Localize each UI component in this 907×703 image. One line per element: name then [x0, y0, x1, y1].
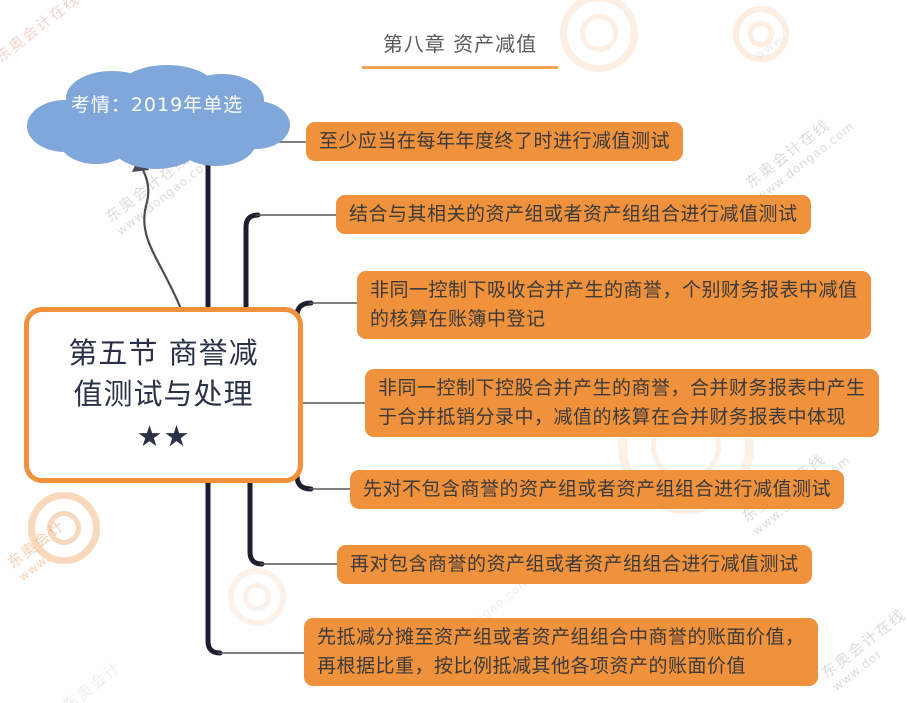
chapter-title: 第八章 资产减值	[362, 28, 558, 69]
branch-node-text: 非同一控制下吸收合并产生的商誉，个别财务报表中减值	[370, 279, 858, 301]
branch-node-3: 非同一控制下吸收合并产生的商誉，个别财务报表中减值 的核算在账簿中登记	[357, 271, 871, 339]
root-node: 第五节 商誉减 值测试与处理 ★★	[24, 307, 303, 483]
branch-node-4: 非同一控制下控股合并产生的商誉，合并财务报表中产生 于合并抵销分录中，减值的核算…	[365, 369, 879, 437]
branch-line-2-stem	[243, 212, 261, 315]
branch-node-1: 至少应当在每年年度终了时进行减值测试	[306, 122, 684, 161]
branch-line-5-stem	[294, 473, 314, 492]
branch-node-text: 结合与其相关的资产组或者资产组组合进行减值测试	[349, 203, 798, 225]
branch-node-7: 先抵减分摊至资产组或者资产组组合中商誉的账面价值， 再根据比重，按比例抵减其他各…	[304, 618, 818, 686]
branch-node-text: 于合并抵销分录中，减值的核算在合并财务报表中体现	[378, 406, 847, 428]
branch-line-7-stem	[205, 477, 223, 656]
cloud-arrow-line	[142, 169, 183, 310]
branch-node-text: 的核算在账簿中登记	[370, 308, 546, 330]
branch-node-text: 先对不包含商誉的资产组或者资产组组合进行减值测试	[363, 478, 832, 500]
branch-node-text: 再根据比重，按比例抵减其他各项资产的账面价值	[317, 655, 747, 677]
branch-node-text: 再对包含商誉的资产组或者资产组组合进行减值测试	[350, 553, 799, 575]
branch-node-5: 先对不包含商誉的资产组或者资产组组合进行减值测试	[350, 470, 845, 509]
exam-note-cloud	[27, 65, 290, 169]
branch-node-text: 非同一控制下控股合并产生的商誉，合并财务报表中产生	[378, 377, 866, 399]
branch-node-6: 再对包含商誉的资产组或者资产组组合进行减值测试	[337, 545, 812, 584]
branch-node-2: 结合与其相关的资产组或者资产组组合进行减值测试	[336, 195, 811, 234]
root-node-line: 第五节 商誉减	[68, 336, 259, 371]
root-node-line: 值测试与处理	[73, 377, 254, 412]
exam-note-label: 考情：2019年单选	[70, 94, 244, 116]
branch-node-text: 先抵减分摊至资产组或者资产组组合中商誉的账面价值，	[317, 626, 805, 648]
branch-node-text: 至少应当在每年年度终了时进行减值测试	[319, 130, 671, 152]
branch-line-6-stem	[247, 477, 265, 567]
root-node-stars: ★★	[136, 418, 191, 453]
